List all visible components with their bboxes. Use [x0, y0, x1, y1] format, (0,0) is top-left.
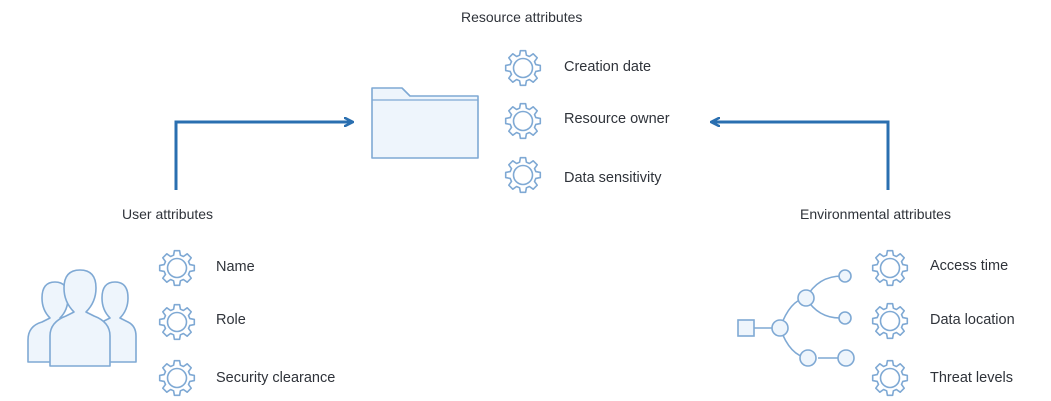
user-attribute-role: Role	[216, 312, 246, 328]
gear-icon	[504, 156, 542, 194]
environment-attribute-access-time: Access time	[930, 258, 1009, 274]
resource-attributes-title: Resource attributes	[461, 9, 583, 25]
user-attribute-name: Name	[216, 259, 255, 275]
gear-icon	[158, 303, 196, 341]
environment-attribute-data-location: Data location	[930, 312, 1015, 328]
user-attributes-title: User attributes	[122, 206, 214, 222]
resource-attribute-resource-owner: Resource owner	[564, 111, 670, 127]
network-tree-icon	[737, 269, 855, 367]
gear-icon	[504, 102, 542, 140]
environment-attribute-threat-levels: Threat levels	[930, 370, 1014, 386]
gear-icon	[871, 302, 909, 340]
user-attribute-security-clearance: Security clearance	[216, 370, 336, 386]
gear-icon	[504, 49, 542, 87]
resource-attribute-data-sensitivity: Data sensitivity	[564, 170, 662, 186]
folder-icon	[371, 87, 479, 159]
users-group-icon	[27, 269, 137, 367]
gear-icon	[158, 249, 196, 287]
resource-attribute-creation-date: Creation date	[564, 59, 652, 75]
environment-to-resource-arrow	[712, 122, 890, 190]
gear-icon	[871, 249, 909, 287]
gear-icon	[158, 359, 196, 397]
user-to-resource-arrow	[174, 122, 352, 190]
environmental-attributes-title: Environmental attributes	[800, 206, 951, 222]
gear-icon	[871, 359, 909, 397]
